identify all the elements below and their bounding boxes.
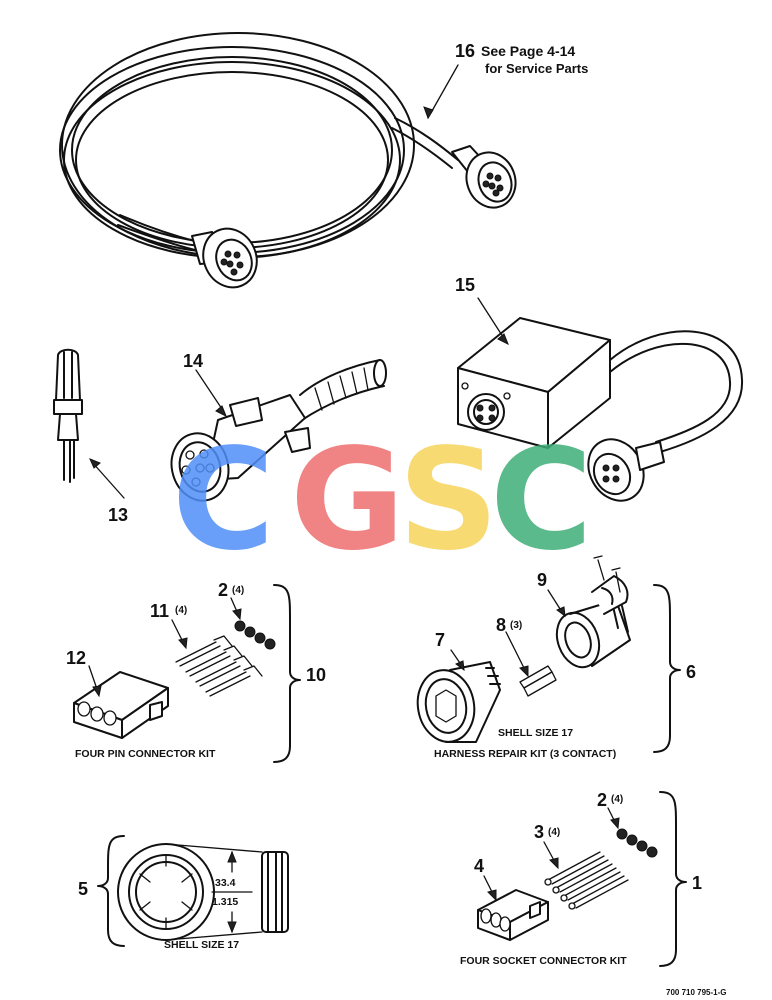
seals xyxy=(234,620,276,650)
pin-contacts xyxy=(175,635,263,697)
callout-8: 8 xyxy=(496,615,506,635)
callout-4: 4 xyxy=(474,856,484,876)
four-socket-connector-body xyxy=(477,889,549,941)
callout-13: 13 xyxy=(108,505,128,525)
cgsc-watermark: C G S C xyxy=(172,419,593,582)
four-pin-connector-body xyxy=(73,671,169,739)
four-pin-connector-kit: 12 11 (4) 2 (4) 10 FOUR PIN CONNECTOR KI… xyxy=(66,580,326,763)
callout-5: 5 xyxy=(78,879,88,899)
callout-12: 12 xyxy=(66,648,86,668)
qty-2-lower: (4) xyxy=(611,794,623,805)
harness-repair-kit: 7 8 (3) 9 6 SHELL SIZE 17 HARNESS REPAIR… xyxy=(416,555,696,760)
callout-2-lower: 2 xyxy=(597,790,607,810)
four-pin-kit-caption: FOUR PIN CONNECTOR KIT xyxy=(75,748,216,760)
qty-3: (4) xyxy=(548,827,560,838)
qty-8: (3) xyxy=(510,620,522,631)
watermark-letter-c1: C xyxy=(172,419,275,582)
callout-11: 11 xyxy=(150,601,169,621)
shell-size-caption-upper: SHELL SIZE 17 xyxy=(498,727,573,739)
shell-size-view: 5 33.4 1.315 SHELL SIZE 17 xyxy=(78,835,289,951)
round-connector-left xyxy=(191,227,258,289)
callout-2-upper: 2 xyxy=(218,580,228,600)
qty-11: (4) xyxy=(175,605,187,616)
service-parts-note: for Service Parts xyxy=(485,61,588,76)
callout-7: 7 xyxy=(435,630,445,650)
box-cable-connector xyxy=(587,438,665,502)
clamp-screws xyxy=(593,555,621,593)
callout-9: 9 xyxy=(537,570,547,590)
shell-size-caption-lower: SHELL SIZE 17 xyxy=(164,939,239,951)
round-connector-right xyxy=(451,145,517,209)
watermark-letter-s: S xyxy=(398,419,499,582)
callout-16: 16 xyxy=(455,41,475,61)
harness-repair-kit-caption: HARNESS REPAIR KIT (3 CONTACT) xyxy=(434,748,616,760)
watermark-letter-g: G xyxy=(290,419,405,582)
dimension-mm: 33.4 xyxy=(215,877,236,889)
watermark-letter-c2: C xyxy=(490,419,593,582)
socket-contacts xyxy=(519,665,557,697)
extraction-tool: 13 xyxy=(53,348,128,525)
shell-side-profile xyxy=(261,851,289,933)
qty-2-upper: (4) xyxy=(232,585,244,596)
seven-way-plug: 14 xyxy=(170,351,387,502)
adapter-box: 15 xyxy=(455,275,744,502)
socket-contacts-kit xyxy=(544,851,629,910)
callout-6: 6 xyxy=(686,662,696,682)
four-socket-connector-kit: 4 3 (4) 2 (4) 1 FOUR SOCKET CONNECTOR KI… xyxy=(460,790,702,967)
connector-shell xyxy=(416,661,501,743)
callout-15: 15 xyxy=(455,275,475,295)
coiled-cable-assembly: 16 See Page 4-14 for Service Parts xyxy=(59,32,588,289)
callout-3: 3 xyxy=(534,822,544,842)
callout-10: 10 xyxy=(306,665,326,685)
figure-id: 700 710 795-1-G xyxy=(666,988,727,997)
callout-1: 1 xyxy=(692,873,702,893)
callout-14: 14 xyxy=(183,351,203,371)
dimension-in: 1.315 xyxy=(212,896,238,908)
four-socket-kit-caption: FOUR SOCKET CONNECTOR KIT xyxy=(460,955,627,967)
see-page-note: See Page 4-14 xyxy=(481,43,575,59)
socket-seals xyxy=(616,828,658,858)
